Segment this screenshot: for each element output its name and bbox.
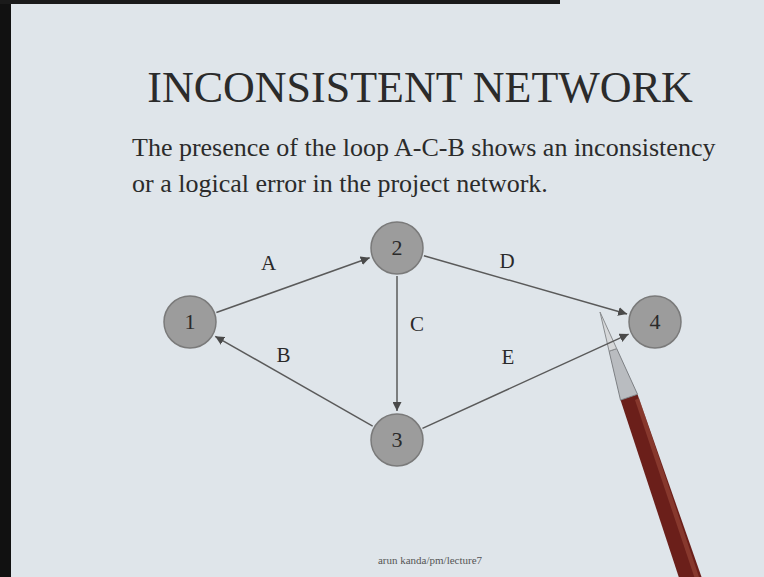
activity-label: E	[500, 346, 517, 369]
pen-grip	[609, 349, 637, 401]
event-node: 2	[370, 221, 424, 275]
activity-label: B	[274, 344, 292, 367]
activity-arrow	[215, 336, 372, 426]
node-number: 2	[392, 236, 403, 260]
activity-arrow	[422, 334, 628, 428]
activity-label: A	[259, 252, 278, 275]
frame-edge	[0, 0, 11, 577]
node-circle	[629, 296, 681, 348]
node-number: 1	[185, 310, 196, 334]
pen-highlight	[635, 398, 700, 577]
footer-note: arun kanda/pm/lecture7	[330, 553, 530, 567]
event-node: 4	[628, 295, 682, 349]
slide-text: The presence of the loop A-C-B shows an …	[132, 130, 722, 202]
event-node: 1	[163, 295, 217, 349]
node-circle	[371, 222, 423, 274]
activity-arrow	[424, 256, 627, 314]
slide-title: INCONSISTENT NETWORK	[60, 62, 764, 114]
activity-arrow	[396, 276, 398, 411]
node-number: 4	[650, 310, 661, 334]
node-circle	[371, 414, 423, 466]
pen-body	[621, 394, 708, 577]
node-number: 3	[392, 428, 403, 452]
node-circle	[164, 296, 216, 348]
frame-edge	[0, 0, 560, 4]
activity-label: D	[497, 250, 516, 273]
activity-arrow	[216, 258, 369, 313]
event-node: 3	[370, 413, 424, 467]
activity-label: C	[408, 313, 426, 336]
